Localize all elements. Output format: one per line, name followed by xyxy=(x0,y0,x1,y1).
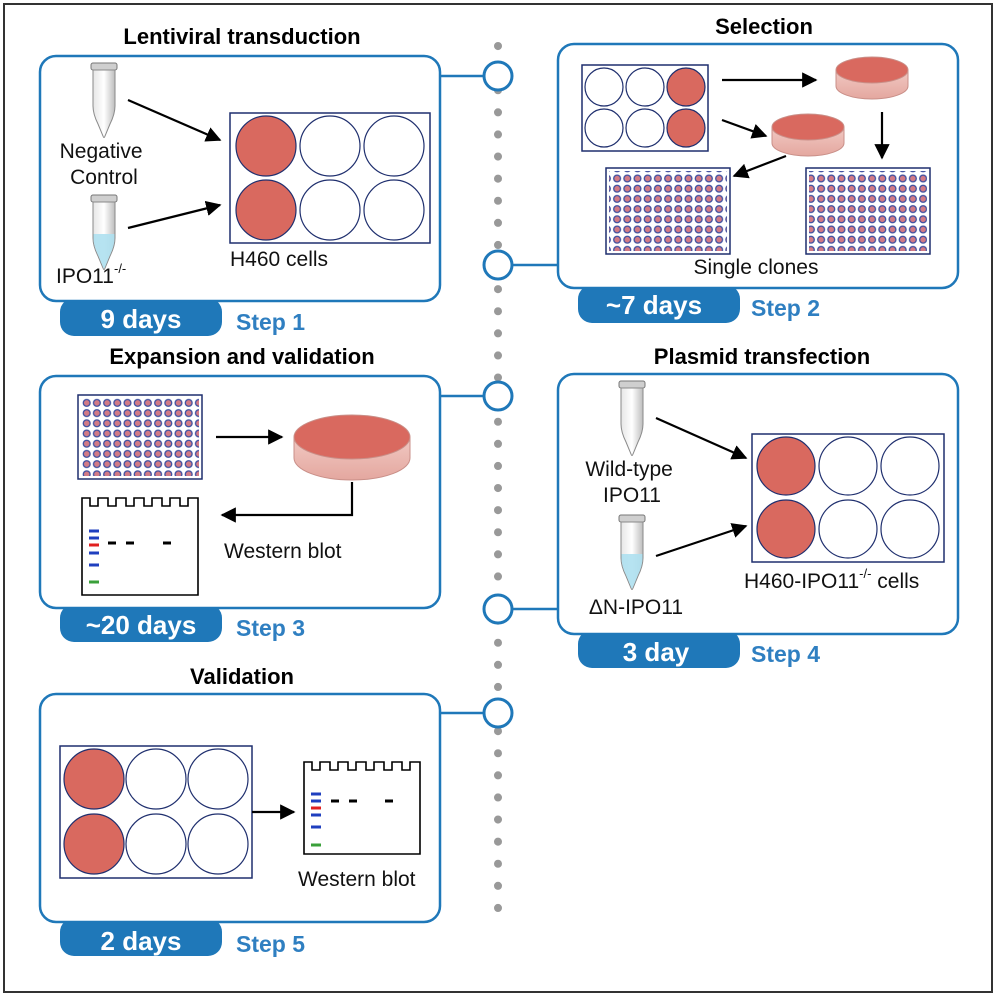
delta-n-ipo11-label: ΔN-IPO11 xyxy=(589,596,683,619)
h460-ipo11-ko-cells-label: H460-IPO11-/- cells xyxy=(744,566,919,593)
timeline-node xyxy=(482,380,514,412)
western-blot-gel xyxy=(303,761,421,855)
step-4-label: Step 4 xyxy=(751,641,820,667)
step-4: Plasmid transfection 3 day Step 4 Wild-t… xyxy=(482,344,960,668)
culture-dish-icon xyxy=(771,113,845,157)
step-2-title: Selection xyxy=(715,14,813,39)
culture-dish-icon xyxy=(293,414,411,481)
step-3: Expansion and validation ~20 days Step 3 xyxy=(38,344,514,642)
arrow xyxy=(655,523,748,558)
step-4-title: Plasmid transfection xyxy=(654,344,870,369)
step-5: Validation 2 days Step 5 xyxy=(38,664,514,957)
96-well-plate xyxy=(605,167,731,255)
outer-frame xyxy=(3,3,993,993)
96-well-plate xyxy=(805,167,931,255)
arrow xyxy=(127,200,222,230)
arrow xyxy=(127,98,222,142)
step-1-duration: 9 days xyxy=(101,304,182,334)
step-3-label: Step 3 xyxy=(236,615,305,641)
western-blot-label: Western blot xyxy=(298,868,416,891)
step-2-duration: ~7 days xyxy=(606,290,702,320)
step-3-duration: ~20 days xyxy=(86,610,197,640)
step-5-duration: 2 days xyxy=(101,926,182,956)
western-blot-gel xyxy=(81,497,199,596)
timeline-node xyxy=(482,249,514,281)
six-well-plate xyxy=(751,433,945,563)
six-well-plate xyxy=(229,112,431,244)
arrow xyxy=(655,416,748,460)
step-3-title: Expansion and validation xyxy=(109,344,374,369)
arrow xyxy=(220,482,354,523)
timeline-node xyxy=(482,593,514,625)
step-5-title: Validation xyxy=(190,664,294,689)
six-well-plate xyxy=(581,64,709,152)
single-clones-label: Single clones xyxy=(694,256,819,279)
step-1: Lentiviral transduction 9 days Step 1 Ne… xyxy=(38,24,514,336)
western-blot-label: Western blot xyxy=(224,540,342,563)
negative-control-label: Negative Control xyxy=(60,140,149,189)
step-1-title: Lentiviral transduction xyxy=(123,24,360,49)
culture-dish-icon xyxy=(835,56,909,100)
timeline-node xyxy=(482,60,514,92)
arrow xyxy=(732,154,787,179)
arrow xyxy=(721,118,768,139)
step-1-label: Step 1 xyxy=(236,309,305,335)
step-4-duration: 3 day xyxy=(623,637,690,667)
step-5-label: Step 5 xyxy=(236,931,305,957)
ipo11-ko-label: IPO11-/- xyxy=(56,261,126,288)
step-2-label: Step 2 xyxy=(751,295,820,321)
h460-cells-label: H460 cells xyxy=(230,248,328,271)
six-well-plate xyxy=(59,745,253,879)
96-well-plate xyxy=(77,394,203,480)
step-2: Selection ~7 days Step 2 xyxy=(482,14,960,323)
timeline-node xyxy=(482,697,514,729)
wild-type-ipo11-label: Wild-type IPO11 xyxy=(585,458,678,507)
